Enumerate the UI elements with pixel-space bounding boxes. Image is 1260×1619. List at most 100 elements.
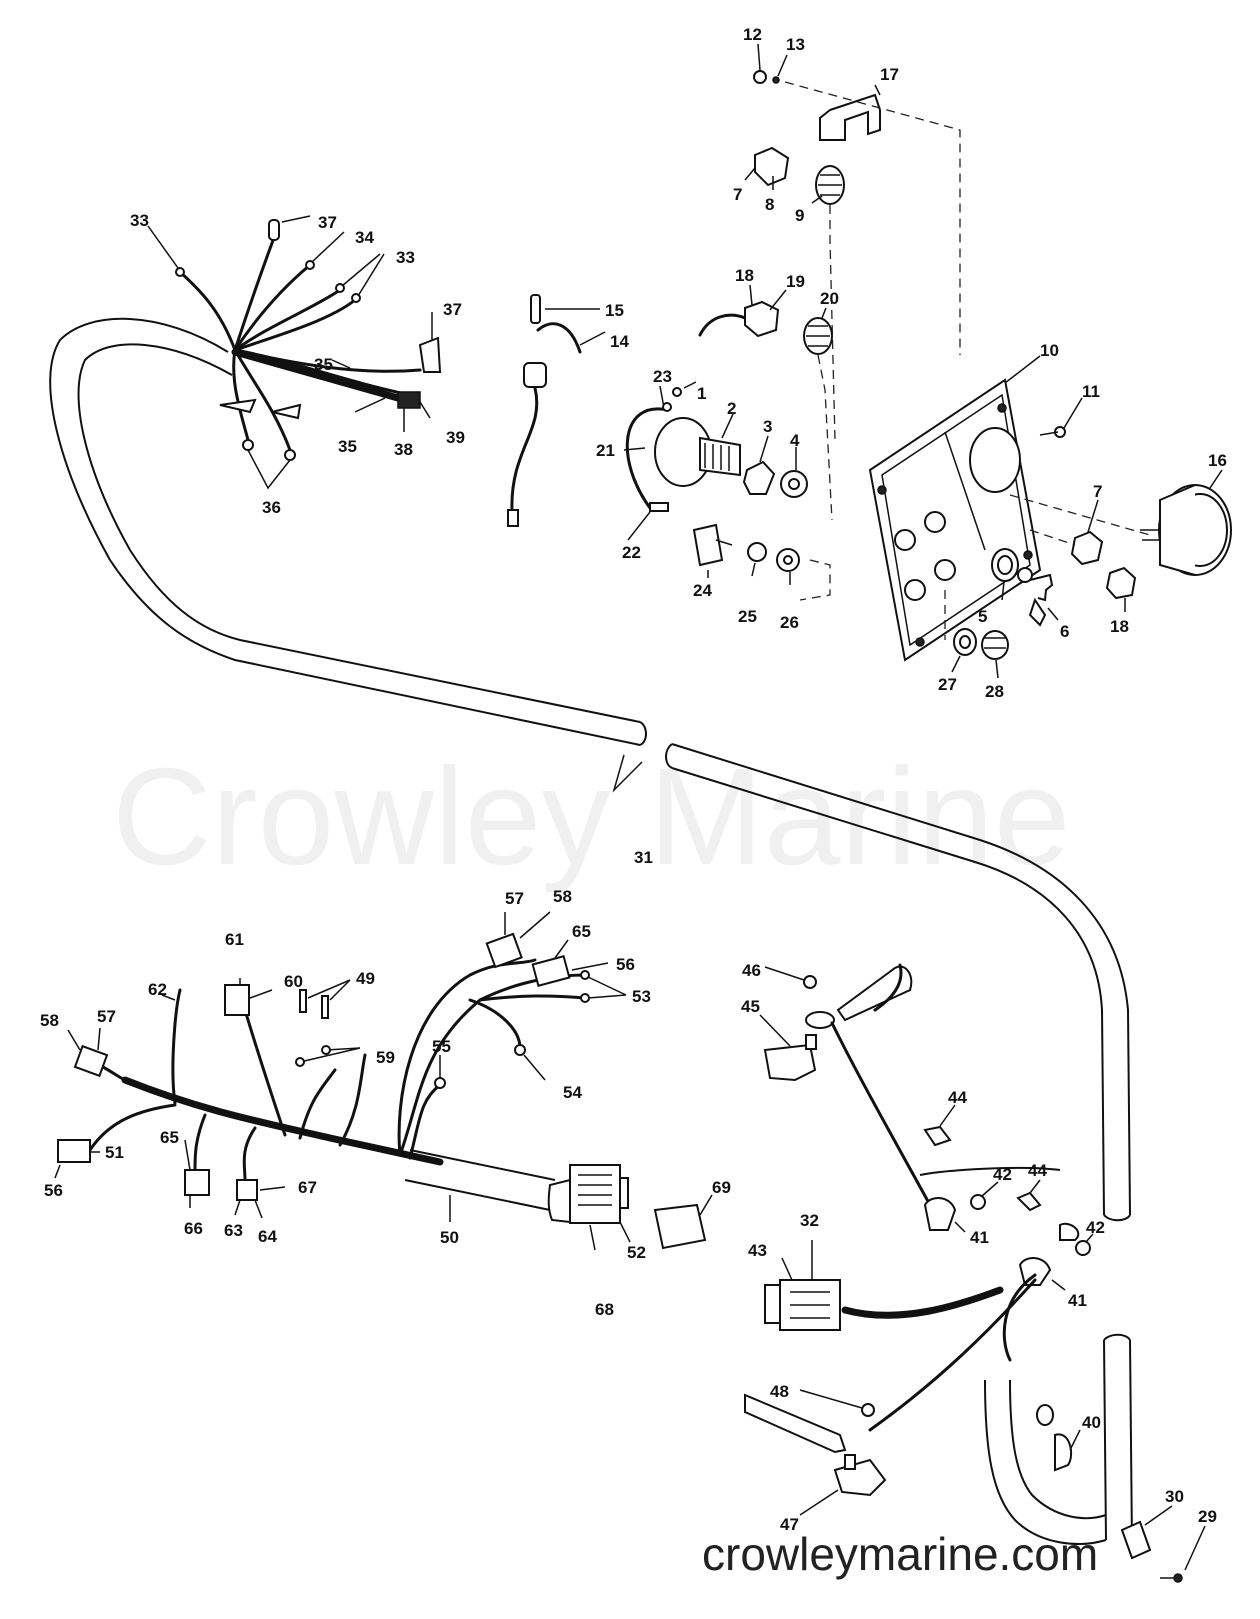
leader-10	[1004, 355, 1041, 384]
toggle-lever	[715, 539, 733, 546]
leader-41-a	[954, 1221, 966, 1233]
lamp-socket-18-top	[744, 300, 780, 338]
ring-terminal-36-a	[242, 439, 254, 451]
leader-2	[721, 413, 734, 439]
leader-59	[299, 1047, 361, 1063]
callout-32: 32	[800, 1211, 819, 1230]
callout-2: 2	[727, 399, 736, 418]
leader-7-top	[744, 167, 756, 181]
callout-30: 30	[1165, 1487, 1184, 1506]
leader-52	[619, 1221, 631, 1243]
callout-47: 47	[780, 1515, 799, 1534]
callout-5: 5	[978, 607, 987, 626]
callout-26: 26	[780, 613, 799, 632]
instrument-panel-10	[868, 378, 1042, 662]
leader-48	[799, 1389, 863, 1409]
callout-19: 19	[786, 272, 805, 291]
leader-1	[683, 381, 697, 389]
leader-42-a	[981, 1181, 999, 1197]
callout-48: 48	[770, 1382, 789, 1401]
leader-37-top	[281, 215, 311, 223]
dash-gauge	[1009, 494, 1151, 536]
ignition-wire-21	[625, 407, 670, 510]
terminal-23	[662, 402, 672, 412]
leader-34	[311, 231, 345, 263]
wing-nut-44-b	[1016, 1191, 1042, 1212]
leader-63-64-67	[234, 1186, 286, 1219]
callout-7-top: 7	[733, 185, 742, 204]
callout-59: 59	[376, 1048, 395, 1067]
leader-44-top	[939, 1104, 956, 1127]
leader-62	[161, 994, 176, 1001]
cable-positive	[830, 1021, 932, 1207]
dash-bracket	[784, 81, 961, 355]
callout-34: 34	[355, 228, 374, 247]
cap-28	[981, 630, 1009, 660]
callout-24: 24	[693, 581, 712, 600]
site-footer-text: crowleymarine.com	[702, 1528, 1098, 1580]
callout-60: 60	[284, 972, 303, 991]
callout-56-left: 56	[44, 1181, 63, 1200]
leader-31	[612, 754, 643, 793]
callout-23: 23	[653, 367, 672, 386]
leader-28	[995, 659, 999, 679]
washer-13	[772, 76, 780, 84]
bracket-17	[819, 93, 881, 141]
leader-16	[1209, 469, 1223, 489]
leader-56-left	[54, 1164, 61, 1179]
callout-56-right: 56	[616, 955, 635, 974]
connector-65-66	[184, 1169, 210, 1196]
leader-68	[589, 1224, 596, 1251]
callout-57-right: 57	[505, 889, 524, 908]
screw-11-shank	[1039, 431, 1059, 436]
battery-cable-stub	[873, 963, 903, 1012]
callout-33-left: 33	[130, 211, 149, 230]
callout-3: 3	[763, 417, 772, 436]
clip-right-lower	[271, 403, 302, 420]
callout-54: 54	[563, 1083, 582, 1102]
leader-20	[821, 307, 827, 319]
leader-53	[587, 976, 627, 999]
cover-40	[1054, 1433, 1073, 1472]
callout-31: 31	[634, 848, 653, 867]
callout-39: 39	[446, 428, 465, 447]
leader-35	[331, 359, 386, 413]
screw-1	[672, 387, 682, 397]
callout-6: 6	[1060, 622, 1069, 641]
pin-49-b	[321, 995, 329, 1019]
leader-45	[759, 1014, 791, 1047]
leader-22	[627, 511, 651, 541]
callout-61: 61	[225, 930, 244, 949]
connector-57-58	[485, 932, 523, 969]
connector-38-39	[397, 391, 421, 409]
battery-terminal-45	[763, 1043, 817, 1082]
callout-57-left: 57	[97, 1007, 116, 1026]
harness-tube-31	[49, 317, 1133, 1546]
connector-51-56	[57, 1139, 91, 1163]
callout-17: 17	[880, 65, 899, 84]
leader-9	[811, 195, 823, 204]
leader-30	[1144, 1505, 1173, 1526]
ignition-switch-2	[654, 417, 741, 487]
leader-46	[764, 966, 805, 981]
ring-terminal-36-b	[284, 449, 296, 461]
callout-65-right: 65	[572, 922, 591, 941]
callout-37-top: 37	[318, 213, 337, 232]
dash-26	[799, 559, 831, 601]
terminal-59-a	[295, 1057, 305, 1067]
callout-12: 12	[743, 25, 762, 44]
socket-wire-18	[698, 313, 747, 337]
terminal-53-b	[580, 993, 590, 1003]
callout-46: 46	[742, 961, 761, 980]
keys-6	[1017, 567, 1054, 627]
gasket-69	[653, 1203, 707, 1250]
fuse-15	[530, 294, 541, 324]
lamp-socket-7-top	[754, 146, 790, 187]
terminal-41-b	[1018, 1257, 1052, 1286]
callout-40: 40	[1082, 1413, 1101, 1432]
nut-48	[861, 1403, 875, 1417]
fuse-holder-wire-14	[536, 322, 582, 354]
callout-36: 36	[262, 498, 281, 517]
callout-16: 16	[1208, 451, 1227, 470]
cable-32	[841, 1286, 1004, 1319]
